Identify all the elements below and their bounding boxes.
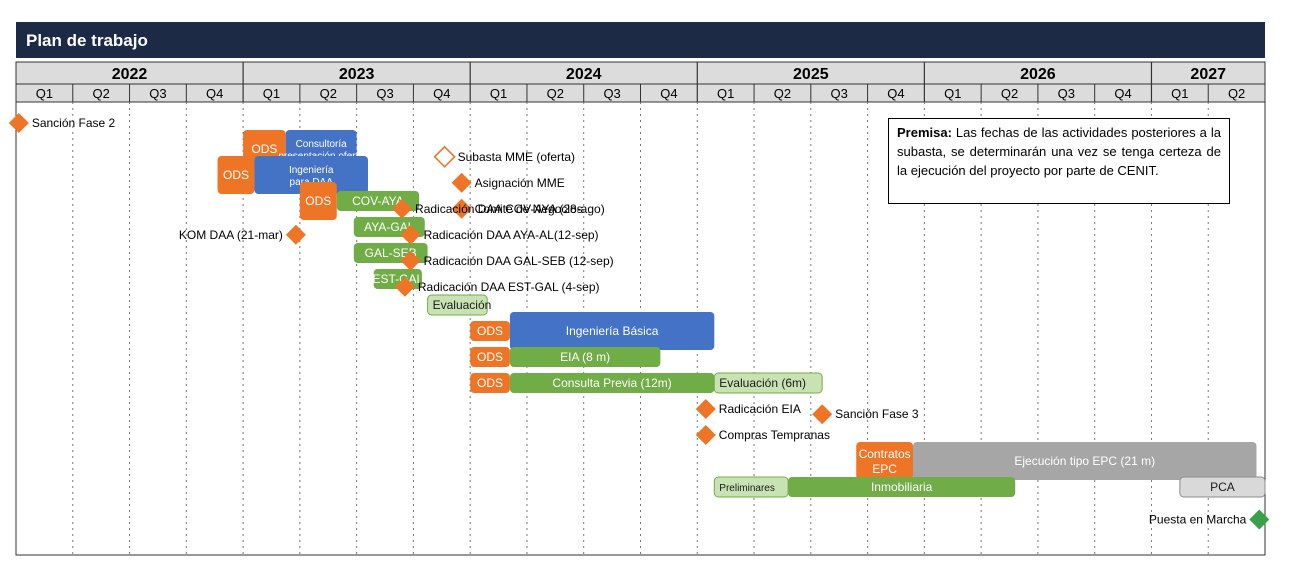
task-bar [713, 372, 823, 394]
task-bar-label: ODS [477, 350, 503, 364]
premise-note: Premisa: Las fechas de las actividades p… [888, 118, 1230, 204]
quarter-label: Q3 [149, 86, 166, 101]
task-bar-label: ODS [223, 168, 249, 182]
milestone-marker [1249, 509, 1270, 530]
task-bar [470, 347, 510, 367]
quarter-label: Q2 [547, 86, 564, 101]
task-bar-label: COV-AYA [352, 194, 404, 208]
quarter-label: Q3 [603, 86, 620, 101]
quarter-label: Q1 [490, 86, 507, 101]
task-bar [788, 477, 1016, 497]
premise-note-text: Las fechas de las actividades posteriore… [897, 125, 1221, 178]
milestone-marker [392, 198, 413, 219]
task-bar-label: Ejecución tipo EPC (21 m) [1014, 454, 1155, 468]
task-bar-label: ODS [477, 376, 503, 390]
year-label: 2024 [566, 66, 602, 83]
task-bar [509, 347, 661, 367]
task-bar-label: ODS [305, 194, 331, 208]
quarter-label: Q4 [1114, 86, 1131, 101]
quarter-label: Q1 [36, 86, 53, 101]
milestone-label: Radicación DAA GAL-SEB (12-sep) [424, 254, 614, 268]
milestone-label: Compras Tempranas [719, 428, 830, 442]
task-bar [856, 442, 914, 480]
quarter-label: Q2 [1001, 86, 1018, 101]
task-bar [913, 442, 1257, 480]
task-bar-label: Inmobiliaria [871, 480, 933, 494]
quarter-label: Q1 [944, 86, 961, 101]
premise-note-bold: Premisa: [897, 125, 952, 140]
quarter-label: Q4 [206, 86, 223, 101]
milestone-label: Sanción Fase 2 [32, 116, 116, 130]
milestone-marker [400, 224, 421, 245]
task-bar [509, 312, 715, 350]
task-bar-label: Ingeniería Básica [566, 324, 659, 338]
milestone-marker [394, 276, 415, 297]
task-bar [217, 156, 255, 194]
title-bar [16, 22, 1265, 58]
milestone-marker [812, 404, 833, 425]
quarter-label: Q1 [1171, 86, 1188, 101]
milestone-marker [695, 425, 716, 445]
quarter-label: Q4 [660, 86, 677, 101]
quarter-label: Q1 [717, 86, 734, 101]
quarter-label: Q3 [1058, 86, 1075, 101]
quarter-label: Q2 [320, 86, 337, 101]
milestone-label: Subasta MME (oferta) [458, 150, 575, 164]
milestone-label: Radicación DAA COV-AYA (28-ago) [415, 202, 605, 216]
milestone-label: Radicación EIA [719, 402, 801, 416]
task-bar-label: GAL-SEB [365, 246, 417, 260]
quarter-label: Q3 [831, 86, 848, 101]
year-label: 2027 [1190, 66, 1226, 83]
quarter-label: Q2 [1228, 86, 1245, 101]
year-label: 2025 [793, 66, 829, 83]
year-label: 2023 [339, 66, 375, 83]
task-bars: ODSConsultoríapresentación ofertaODSInge… [217, 130, 1266, 498]
milestone-marker [695, 399, 716, 419]
milestone-marker [285, 224, 306, 245]
task-bar [470, 321, 510, 341]
task-bar [254, 156, 368, 194]
milestone-label: Puesta en Marcha [1149, 513, 1247, 527]
milestone-label: Radicación DAA EST-GAL (4-sep) [418, 280, 600, 294]
milestone-marker [8, 113, 29, 133]
milestone-label: KOM DAA (21-mar) [179, 228, 283, 242]
task-bar [1179, 476, 1266, 498]
task-bar-label: Consulta Previa (12m) [552, 376, 671, 390]
milestones: Sanción Fase 2 Subasta MME (oferta) Asigna… [8, 113, 1270, 530]
task-bar-label: AYA-GAL [364, 220, 415, 234]
milestone-label: Radicación DAA AYA-AL(12-sep) [424, 228, 599, 242]
quarter-label: Q4 [433, 86, 450, 101]
quarter-label: Q4 [887, 86, 904, 101]
quarter-label: Q1 [263, 86, 280, 101]
milestone-marker [433, 145, 456, 168]
task-bar-label: PCA [1210, 480, 1235, 494]
task-bar-label: Evaluación (6m) [719, 376, 806, 390]
task-bar [427, 294, 488, 316]
year-label: 2022 [112, 66, 148, 83]
quarter-label: Q2 [774, 86, 791, 101]
quarter-label: Q3 [376, 86, 393, 101]
task-bar-label: Evaluación [433, 298, 492, 312]
task-bar-label: Preliminares [719, 483, 775, 494]
milestone-marker [451, 198, 472, 219]
milestone-marker [400, 250, 421, 271]
quarter-label: Q2 [92, 86, 109, 101]
milestone-label: Sanción Fase 3 [835, 407, 919, 421]
chart-title: Plan de trabajo [26, 31, 148, 50]
task-bar-label: EST-GAL [372, 272, 423, 286]
milestone-label: Asignación MME [475, 176, 565, 190]
task-bar-label: EIA (8 m) [560, 350, 610, 364]
milestone-label: Comité de Negocios [475, 202, 583, 216]
task-bar-label: ODS [251, 142, 277, 156]
task-bar [470, 373, 510, 393]
task-bar [299, 182, 337, 220]
task-bar [509, 373, 715, 393]
milestone-marker [451, 172, 472, 193]
task-bar-label: ODS [477, 324, 503, 338]
year-label: 2026 [1020, 66, 1056, 83]
